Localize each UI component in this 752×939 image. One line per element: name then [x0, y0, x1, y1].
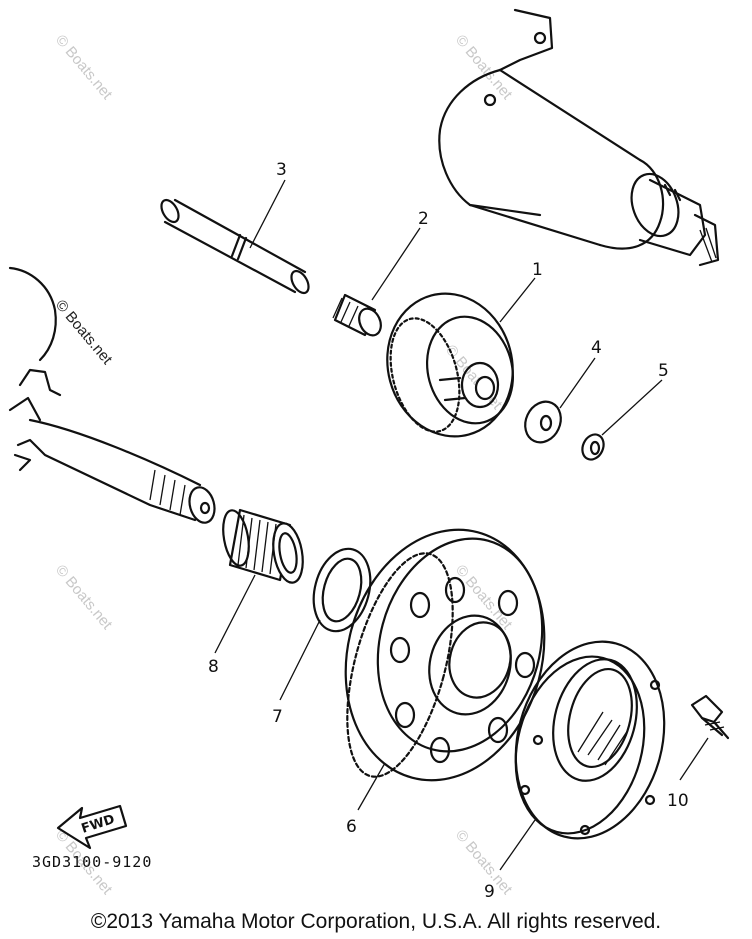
washer-part-4 — [524, 400, 562, 444]
shaft-part-3 — [160, 198, 310, 295]
callout-9: 9 — [484, 882, 495, 902]
washer-part-7 — [312, 547, 372, 633]
needle-bearing-part-2 — [332, 293, 382, 337]
callouts: 1 2 3 4 5 6 7 8 9 10 — [208, 160, 689, 902]
callout-1: 1 — [532, 260, 543, 280]
callout-6: 6 — [346, 817, 357, 837]
watermark: © Boats.net — [52, 32, 116, 104]
crankshaft — [8, 266, 216, 524]
diagram-part-code: 3GD3100-9120 — [32, 853, 152, 871]
callout-3: 3 — [276, 160, 287, 180]
callout-7: 7 — [272, 707, 283, 727]
callout-10: 10 — [667, 791, 689, 811]
starter-idle-gear-part-1 — [386, 292, 515, 438]
copyright-notice: ©2013 Yamaha Motor Corporation, U.S.A. A… — [90, 910, 662, 933]
starter-clutch-exploded-diagram: © Boats.net © Boats.net © Boats.net © Bo… — [8, 8, 730, 902]
callout-5: 5 — [658, 361, 669, 381]
bearing-part-8 — [222, 508, 304, 584]
callout-8: 8 — [208, 657, 219, 677]
leader-lines — [214, 179, 709, 871]
watermark: © Boats.net — [52, 562, 116, 634]
circlip-part-5 — [581, 433, 605, 461]
oneway-clutch-part-9 — [514, 640, 666, 840]
callout-4: 4 — [591, 338, 602, 358]
callout-2: 2 — [418, 209, 429, 229]
watermark-dark: © Boats.net — [52, 297, 116, 369]
starter-motor — [438, 8, 720, 267]
bolt-part-10 — [690, 694, 730, 740]
